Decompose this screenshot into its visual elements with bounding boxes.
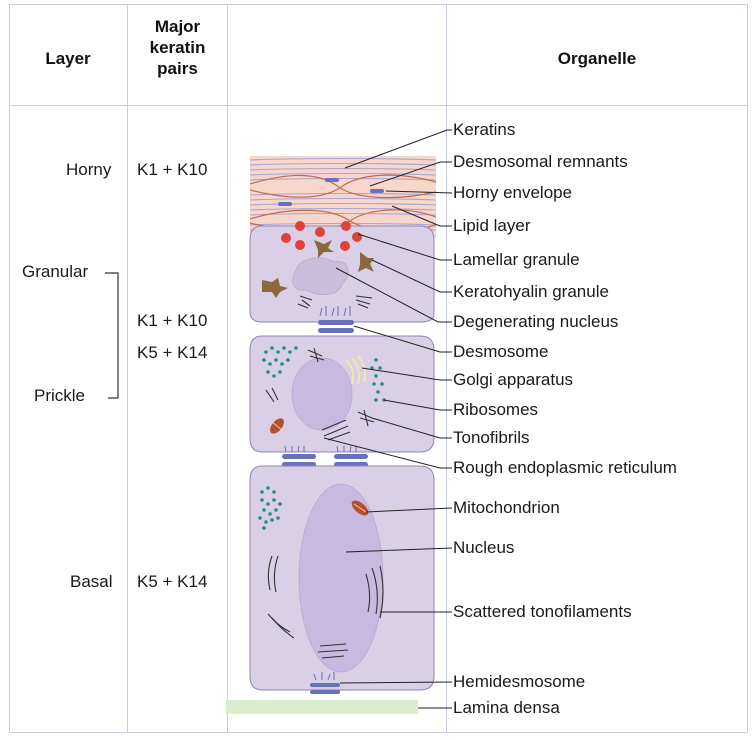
label-degenerating-nucleus: Degenerating nucleus: [453, 312, 618, 332]
label-ribosomes: Ribosomes: [453, 400, 538, 420]
label-desmosomal-remnants: Desmosomal remnants: [453, 152, 628, 172]
prickle-cell: [250, 336, 434, 452]
label-keratohyalin-granule: Keratohyalin granule: [453, 282, 609, 302]
label-nucleus: Nucleus: [453, 538, 514, 558]
label-lamina-densa: Lamina densa: [453, 698, 560, 718]
label-hemidesmosome: Hemidesmosome: [453, 672, 585, 692]
label-horny-envelope: Horny envelope: [453, 183, 572, 203]
label-golgi-apparatus: Golgi apparatus: [453, 370, 573, 390]
label-scattered-tonofilaments: Scattered tonofilaments: [453, 602, 632, 622]
label-mitochondrion: Mitochondrion: [453, 498, 560, 518]
label-lamellar-granule: Lamellar granule: [453, 250, 580, 270]
label-lipid-layer: Lipid layer: [453, 216, 531, 236]
lamina-densa: [226, 700, 418, 714]
label-rough-endoplasmic-reticulum: Rough endoplasmic reticulum: [453, 458, 677, 478]
label-desmosome: Desmosome: [453, 342, 548, 362]
label-keratins: Keratins: [453, 120, 515, 140]
basal-cell: [250, 466, 434, 690]
label-tonofibrils: Tonofibrils: [453, 428, 530, 448]
